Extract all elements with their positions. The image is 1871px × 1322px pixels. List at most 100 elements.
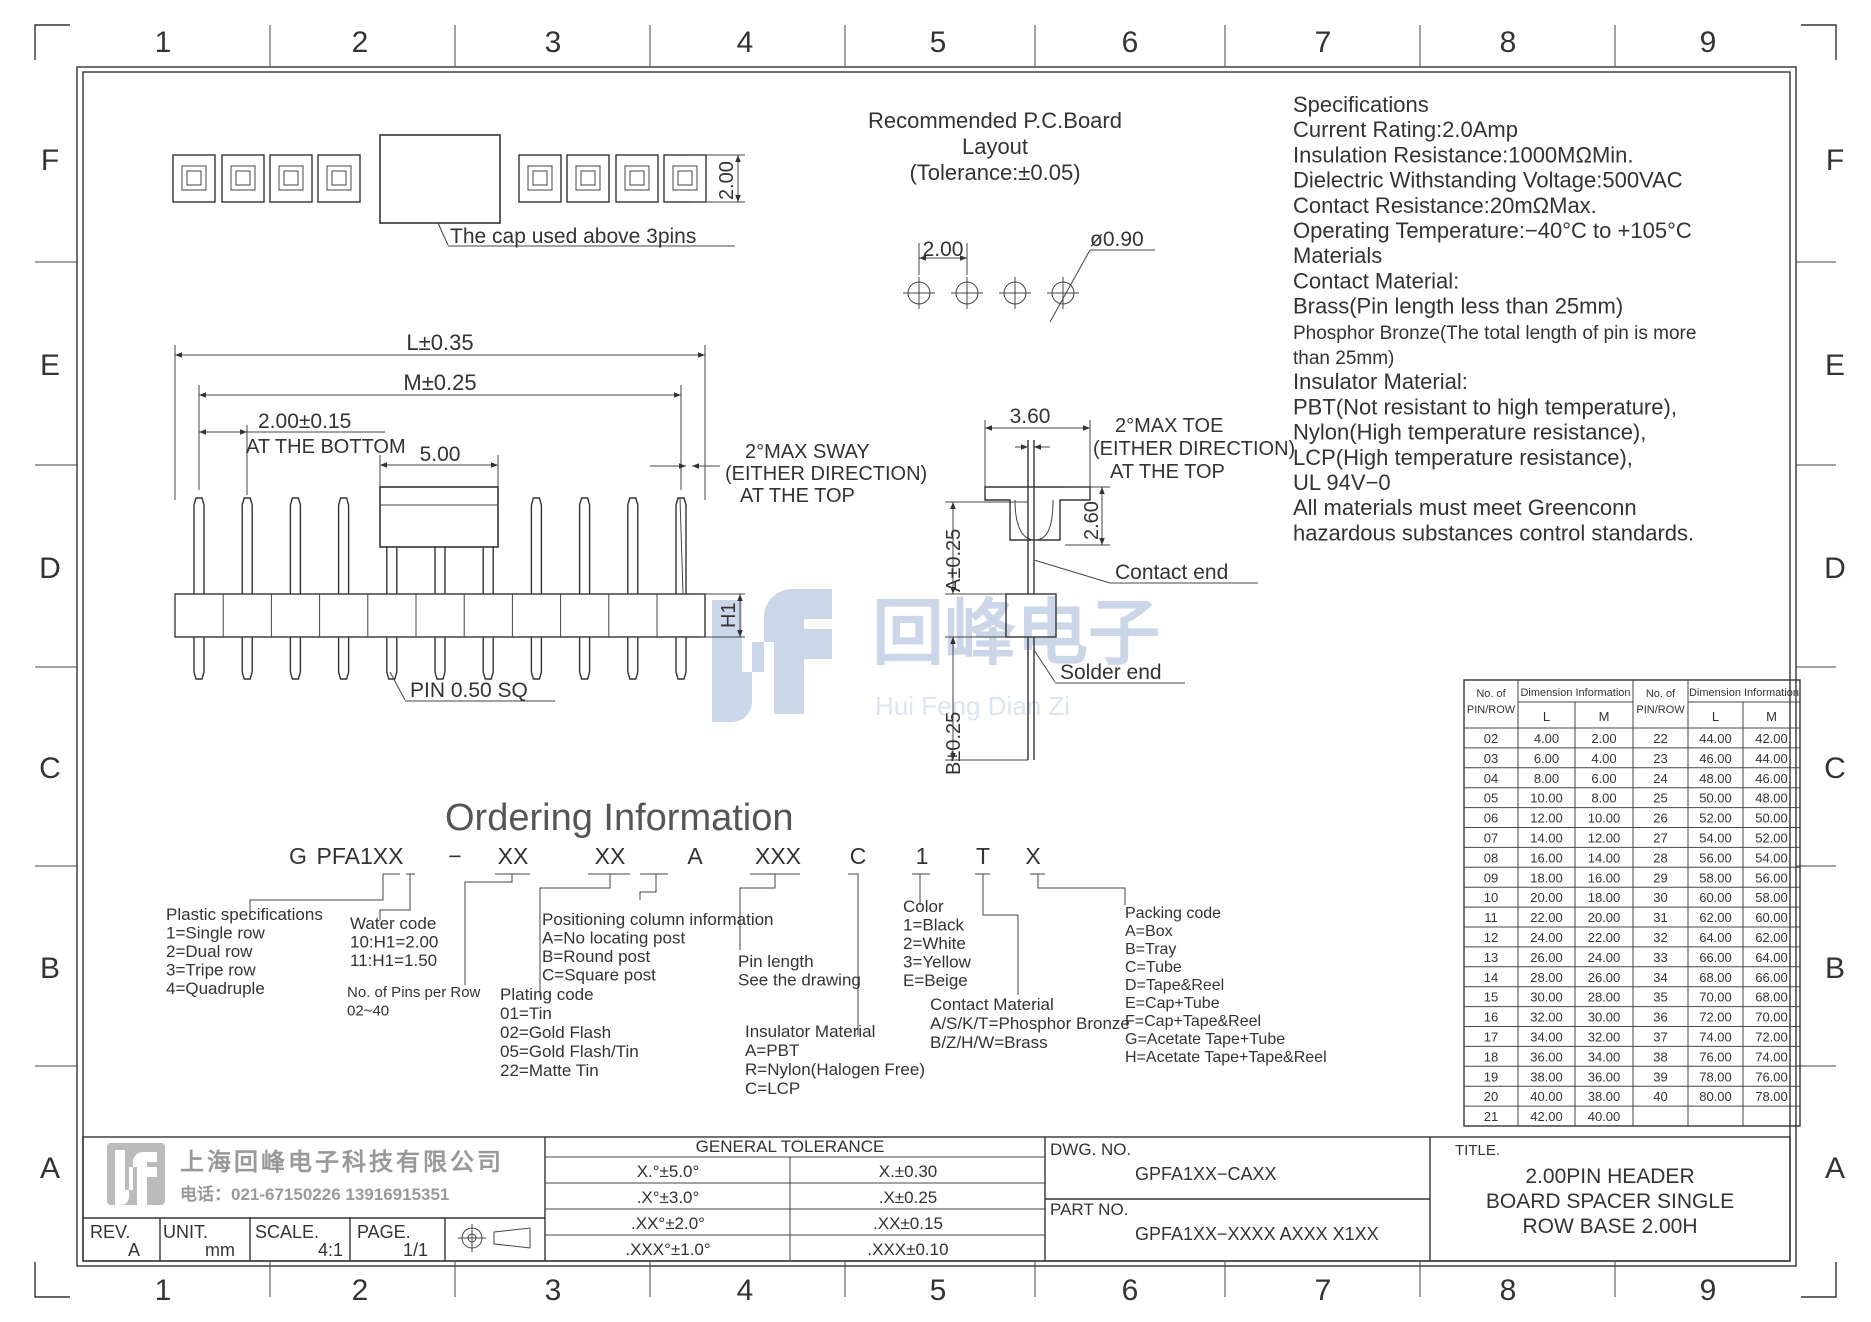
table-cell: 8.00 bbox=[1534, 771, 1559, 786]
page-label: PAGE. bbox=[357, 1222, 411, 1242]
pin-square bbox=[629, 170, 645, 186]
order-code-part: C bbox=[850, 843, 867, 869]
leader-line bbox=[464, 873, 530, 985]
dim-h1: H1 bbox=[718, 602, 740, 628]
plastic-spec-line: 4=Quadruple bbox=[166, 979, 265, 998]
tolerance-angle: .X°±3.0° bbox=[637, 1188, 700, 1207]
table-cell: 16.00 bbox=[1530, 850, 1563, 865]
pin-lower bbox=[675, 637, 687, 680]
order-code-part: XX bbox=[595, 843, 626, 869]
front-view: L±0.35 M±0.25 2.00±0.15 AT THE BOTTOM 5.… bbox=[174, 330, 927, 702]
table-header-dim: Dimension Information bbox=[1689, 687, 1799, 699]
table-cell: 50.00 bbox=[1699, 791, 1732, 806]
table-cell: 15 bbox=[1484, 990, 1498, 1005]
table-header-L: L bbox=[1712, 709, 1719, 724]
packing-code-line: Packing code bbox=[1125, 905, 1221, 922]
table-cell: 10.00 bbox=[1588, 811, 1621, 826]
table-cell: 20.00 bbox=[1588, 910, 1621, 925]
pcb-pitch: 2.00 bbox=[923, 238, 964, 261]
plating-code-line: Plating code bbox=[500, 985, 594, 1004]
pins-per-row-line: 02~40 bbox=[347, 1003, 389, 1020]
unit-label: UNIT. bbox=[163, 1222, 208, 1242]
part-label: PART NO. bbox=[1050, 1200, 1128, 1219]
contact-material-line: A/S/K/T=Phosphor Bronze bbox=[930, 1014, 1130, 1033]
spec-line: Current Rating:2.0Amp bbox=[1293, 117, 1518, 142]
pin-housing bbox=[518, 154, 562, 203]
scale-value: 4:1 bbox=[318, 1240, 343, 1260]
pin-lower bbox=[193, 637, 205, 680]
table-cell: 42.00 bbox=[1530, 1109, 1563, 1124]
table-cell: 22 bbox=[1653, 731, 1667, 746]
table-cell: 12.00 bbox=[1588, 831, 1621, 846]
table-cell: 4.00 bbox=[1534, 731, 1559, 746]
dim-b: B±0.25 bbox=[943, 712, 965, 775]
pin-square bbox=[331, 170, 347, 186]
column-label: 5 bbox=[930, 26, 947, 59]
pin-square bbox=[677, 170, 693, 186]
title-line-1: 2.00PIN HEADER bbox=[1525, 1165, 1694, 1188]
table-cell: 16 bbox=[1484, 1010, 1498, 1025]
sway-line bbox=[679, 497, 684, 595]
pin-lower bbox=[241, 637, 253, 680]
dim-a: A±0.25 bbox=[943, 529, 965, 592]
table-cell: 48.00 bbox=[1699, 771, 1732, 786]
spec-line: Operating Temperature:−40°C to +105°C bbox=[1293, 218, 1692, 243]
table-cell: 62.00 bbox=[1699, 910, 1732, 925]
table-cell: 03 bbox=[1484, 751, 1498, 766]
table-cell: 8.00 bbox=[1591, 791, 1616, 806]
tolerance-title: GENERAL TOLERANCE bbox=[696, 1137, 885, 1156]
table-cell: 32.00 bbox=[1530, 1010, 1563, 1025]
pin-square bbox=[532, 170, 548, 186]
pin-housing bbox=[566, 154, 610, 203]
table-cell: 34 bbox=[1653, 970, 1667, 985]
plastic-spec-line: 2=Dual row bbox=[166, 942, 253, 961]
row-label: D bbox=[39, 552, 61, 585]
tolerance-angle: X.°±5.0° bbox=[637, 1162, 700, 1181]
column-label: 2 bbox=[352, 26, 369, 59]
table-cell: 6.00 bbox=[1591, 771, 1616, 786]
row-label: E bbox=[1825, 349, 1845, 382]
ordering-title: Ordering Information bbox=[445, 797, 794, 839]
dim-L: L±0.35 bbox=[406, 330, 473, 355]
plastic-spec-line: 1=Single row bbox=[166, 924, 265, 943]
table-cell: 24 bbox=[1653, 771, 1667, 786]
plating-code-line: 22=Matte Tin bbox=[500, 1061, 599, 1080]
leader-line bbox=[912, 873, 930, 905]
table-cell: 12.00 bbox=[1530, 811, 1563, 826]
packing-code-line: A=Box bbox=[1125, 923, 1173, 940]
table-cell: 38.00 bbox=[1588, 1089, 1621, 1104]
watermark: 回峰电子 Hui Feng Dian Zi bbox=[712, 589, 1160, 722]
pin-note: PIN 0.50 SQ bbox=[410, 679, 528, 702]
row-label: F bbox=[1826, 144, 1844, 177]
table-cell: 38.00 bbox=[1530, 1069, 1563, 1084]
row-label: F bbox=[41, 144, 59, 177]
pcb-title-2: Layout bbox=[962, 134, 1028, 159]
row-label: C bbox=[1824, 752, 1846, 785]
table-cell: 58.00 bbox=[1699, 870, 1732, 885]
title-label: TITLE. bbox=[1455, 1142, 1500, 1159]
table-header-M: M bbox=[1599, 709, 1610, 724]
table-cell: 33 bbox=[1653, 950, 1667, 965]
sway-2: (EITHER DIRECTION) bbox=[725, 463, 927, 485]
tolerance-linear: .XX±0.15 bbox=[873, 1214, 943, 1233]
leader-line bbox=[975, 873, 1019, 995]
table-cell: 2.00 bbox=[1591, 731, 1616, 746]
table-cell: 14.00 bbox=[1588, 850, 1621, 865]
scale-label: SCALE. bbox=[255, 1222, 319, 1242]
pcb-layout: Recommended P.C.Board Layout (Tolerance:… bbox=[868, 108, 1155, 323]
header-base bbox=[174, 593, 706, 638]
pin-upper bbox=[627, 497, 639, 594]
pin-lower bbox=[627, 637, 639, 680]
column-label: 7 bbox=[1315, 1274, 1332, 1307]
pins-per-row-line: No. of Pins per Row bbox=[347, 984, 481, 1001]
toe-2: (EITHER DIRECTION) bbox=[1093, 438, 1295, 460]
table-cell: 78.00 bbox=[1699, 1069, 1732, 1084]
table-cell: 32.00 bbox=[1588, 1030, 1621, 1045]
table-cell: 24.00 bbox=[1588, 950, 1621, 965]
table-cell: 19 bbox=[1484, 1069, 1498, 1084]
color-code-line: 1=Black bbox=[903, 916, 964, 935]
pin-lower bbox=[337, 637, 350, 680]
